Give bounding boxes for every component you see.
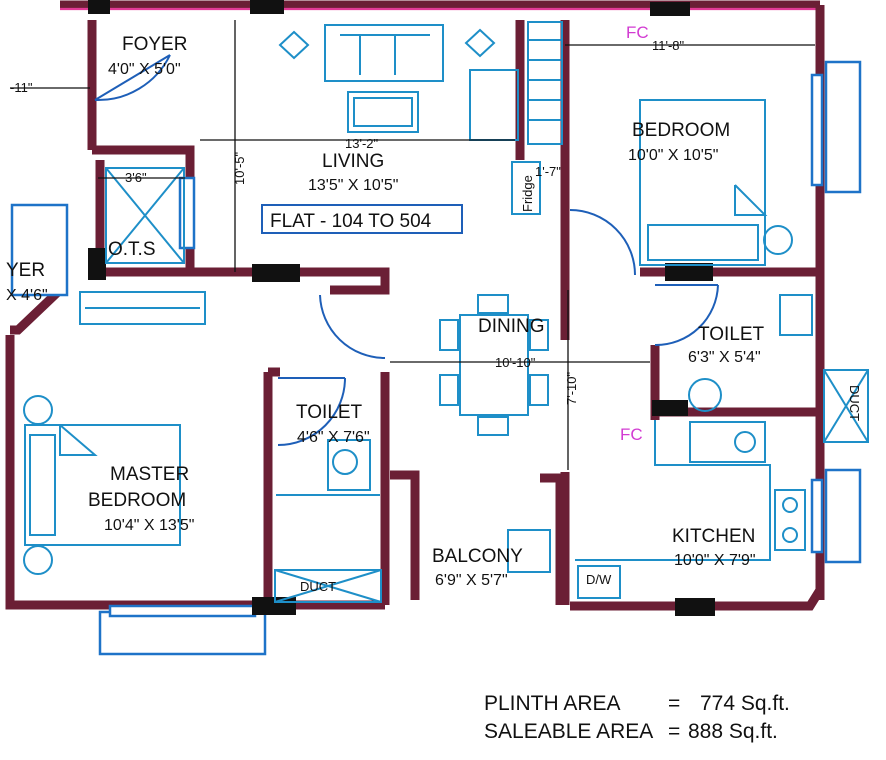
dim-dining-height: 7'-10" [564, 371, 579, 405]
dim-foyer-left: -11" [10, 80, 33, 95]
left-room-size: X 4'6" [6, 287, 48, 304]
balcony-name: BALCONY [432, 546, 523, 567]
dim-bed-top: 11'-8" [652, 38, 685, 53]
plinth-area-eq: = [668, 692, 680, 715]
ots-label: O.T.S [108, 239, 156, 260]
duct-bottom-label: DUCT [300, 579, 336, 594]
toilet-left-size: 4'6" X 7'6" [297, 429, 370, 446]
bedroom-size: 10'0" X 10'5" [628, 147, 718, 164]
dim-fridge-gap: 1'-7" [535, 164, 561, 179]
flat-label-box [261, 204, 463, 234]
bedroom-name: BEDROOM [632, 120, 730, 141]
flat-label: FLAT - 104 TO 504 [270, 211, 432, 232]
saleable-area-value: 888 Sq.ft. [688, 720, 778, 743]
foyer-name: FOYER [122, 34, 187, 55]
fc-top-label: FC [626, 23, 649, 42]
foyer-size: 4'0" X 5'0" [108, 61, 181, 78]
walls [5, 0, 825, 611]
saleable-area-label: SALEABLE AREA [484, 720, 653, 743]
plinth-area-label: PLINTH AREA [484, 692, 621, 715]
fridge-label: Fridge [520, 175, 535, 212]
living-size: 13'5" X 10'5" [308, 177, 398, 194]
dimension-lines [10, 20, 815, 470]
area-summary: PLINTH AREA = 774 Sq.ft. SALEABLE AREA =… [484, 692, 790, 743]
left-room-name: YER [6, 260, 45, 281]
dim-living-height: 10'-5" [232, 151, 247, 185]
saleable-area-eq: = [668, 720, 680, 743]
dim-dining-width: 10'-10" [495, 355, 536, 370]
plinth-area-value: 774 Sq.ft. [700, 692, 790, 715]
duct-right-label: DUCT [847, 385, 862, 421]
master-bedroom-name-line2: BEDROOM [88, 490, 186, 511]
toilet-right-size: 6'3" X 5'4" [688, 349, 761, 366]
dim-living-width: 13'-2" [345, 136, 379, 151]
doors [94, 54, 719, 446]
fc-kitchen-label: FC [620, 425, 643, 444]
living-name: LIVING [322, 151, 384, 172]
kitchen-size: 10'0" X 7'9" [674, 552, 756, 569]
dw-label: D/W [586, 572, 612, 587]
toilet-right-name: TOILET [698, 324, 765, 345]
master-bedroom-name-line1: MASTER [110, 464, 189, 485]
dim-ots-width: 3'6" [125, 170, 147, 185]
kitchen-name: KITCHEN [672, 526, 755, 547]
toilet-left-name: TOILET [296, 402, 363, 423]
balcony-size: 6'9" X 5'7" [435, 572, 508, 589]
master-bedroom-size: 10'4" X 13'5" [104, 517, 194, 534]
dining-name: DINING [478, 316, 545, 337]
furniture [23, 21, 869, 603]
